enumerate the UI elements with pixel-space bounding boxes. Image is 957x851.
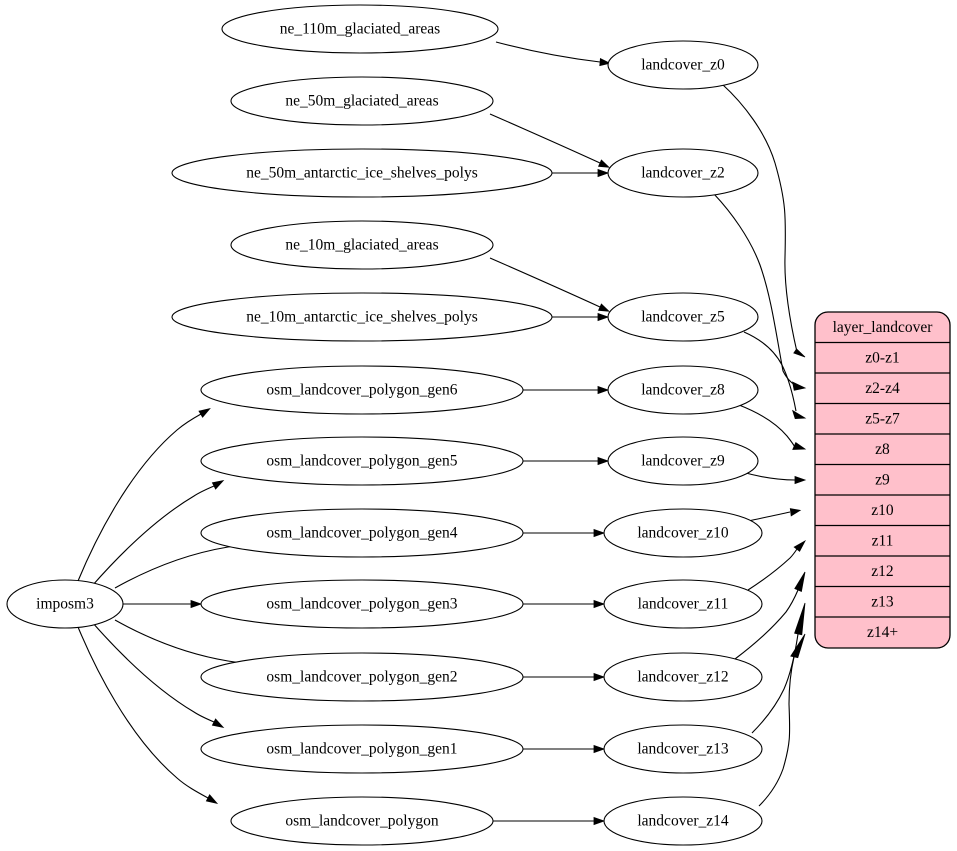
node-landcover_z13[interactable]: landcover_z13 xyxy=(603,724,763,774)
table-row-z10[interactable]: z10 xyxy=(871,502,894,519)
table-row-z14plus[interactable]: z14+ xyxy=(867,624,898,641)
edge-gen1-to-z13 xyxy=(523,744,606,754)
edge-imposm3-to-gen6 xyxy=(77,407,211,582)
node-ne_50m_glaciated_areas[interactable]: ne_50m_glaciated_areas xyxy=(230,76,494,126)
edge-z10-to-row-z10 xyxy=(747,508,802,522)
node-label: ne_50m_glaciated_areas xyxy=(285,93,438,110)
node-landcover_z11[interactable]: landcover_z11 xyxy=(603,579,763,629)
edge-polygon-to-z14 xyxy=(493,816,606,826)
node-label: landcover_z10 xyxy=(637,525,728,542)
nodes-layer: imposm3 ne_110m_glaciated_areas ne_50m_g… xyxy=(6,4,763,846)
node-imposm3[interactable]: imposm3 xyxy=(6,579,124,629)
table-row-z12[interactable]: z12 xyxy=(871,563,893,580)
node-label: landcover_z11 xyxy=(638,596,729,613)
edge-z8-to-row-z8 xyxy=(738,404,807,450)
table-row-z5z7[interactable]: z5-z7 xyxy=(865,410,900,427)
table-row-z2z4[interactable]: z2-z4 xyxy=(865,380,900,397)
table-body xyxy=(814,311,951,649)
edge-imposm3-to-gen3 xyxy=(123,599,203,609)
node-label: osm_landcover_polygon_gen6 xyxy=(266,382,457,399)
node-label: osm_landcover_polygon xyxy=(285,813,439,830)
node-label: landcover_z5 xyxy=(641,309,725,326)
table-row-z13[interactable]: z13 xyxy=(871,593,894,610)
node-label: imposm3 xyxy=(36,596,94,613)
node-label: osm_landcover_polygon_gen1 xyxy=(266,741,457,758)
node-label: landcover_z0 xyxy=(641,57,725,74)
node-osm_landcover_polygon_gen2[interactable]: osm_landcover_polygon_gen2 xyxy=(200,652,524,702)
node-landcover_z12[interactable]: landcover_z12 xyxy=(603,652,763,702)
table-row-z0z1[interactable]: z0-z1 xyxy=(865,349,899,366)
node-label: landcover_z12 xyxy=(637,669,728,686)
node-label: osm_landcover_polygon_gen4 xyxy=(266,525,457,542)
node-landcover_z5[interactable]: landcover_z5 xyxy=(607,292,759,342)
edge-gen3-to-z11 xyxy=(523,599,606,609)
edge-z13-to-row-z13 xyxy=(751,602,806,734)
node-osm_landcover_polygon_gen4[interactable]: osm_landcover_polygon_gen4 xyxy=(200,508,524,558)
node-label: osm_landcover_polygon_gen3 xyxy=(266,596,457,613)
node-landcover_z14[interactable]: landcover_z14 xyxy=(603,796,763,846)
table-row-z9[interactable]: z9 xyxy=(875,471,890,488)
node-label: ne_50m_antarctic_ice_shelves_polys xyxy=(246,165,478,182)
edge-imposm3-to-gen5 xyxy=(91,479,225,587)
edge-z0-to-row-z0z1 xyxy=(721,83,806,358)
node-label: osm_landcover_polygon_gen5 xyxy=(266,453,457,470)
node-osm_landcover_polygon_gen3[interactable]: osm_landcover_polygon_gen3 xyxy=(200,579,524,629)
edge-gen4-to-z10 xyxy=(523,528,606,538)
node-landcover_z9[interactable]: landcover_z9 xyxy=(607,436,759,486)
edge-z9-to-row-z9 xyxy=(741,471,807,485)
node-label: landcover_z9 xyxy=(641,453,725,470)
node-label: ne_10m_glaciated_areas xyxy=(285,237,438,254)
node-ne_50m_antarctic_ice_shelves_polys[interactable]: ne_50m_antarctic_ice_shelves_polys xyxy=(171,148,553,198)
edge-ne10m-glaciated-to-z5 xyxy=(489,257,610,312)
node-label: ne_110m_glaciated_areas xyxy=(280,21,440,38)
node-landcover_z2[interactable]: landcover_z2 xyxy=(607,148,759,198)
node-label: ne_10m_antarctic_ice_shelves_polys xyxy=(246,309,478,326)
edge-imposm3-to-gen1 xyxy=(91,621,225,729)
layer-landcover-table[interactable]: layer_landcover z0-z1 z2-z4 z5-z7 z8 z9 … xyxy=(814,311,951,649)
table-row-z8[interactable]: z8 xyxy=(875,441,890,458)
node-landcover_z10[interactable]: landcover_z10 xyxy=(603,508,763,558)
table-row-z11[interactable]: z11 xyxy=(872,532,894,549)
node-label: osm_landcover_polygon_gen2 xyxy=(266,669,457,686)
node-label: landcover_z2 xyxy=(641,165,725,182)
node-osm_landcover_polygon_gen6[interactable]: osm_landcover_polygon_gen6 xyxy=(200,365,524,415)
node-ne_10m_glaciated_areas[interactable]: ne_10m_glaciated_areas xyxy=(230,220,494,270)
edge-z5-to-row-z5z7 xyxy=(743,331,807,420)
edge-z11-to-row-z11 xyxy=(747,539,806,591)
edge-gen6-to-z8 xyxy=(523,385,610,395)
edge-gen2-to-z12 xyxy=(523,672,606,682)
node-label: landcover_z8 xyxy=(641,382,725,399)
edge-imposm3-to-polygon xyxy=(77,626,219,805)
node-ne_10m_antarctic_ice_shelves_polys[interactable]: ne_10m_antarctic_ice_shelves_polys xyxy=(171,292,553,342)
node-osm_landcover_polygon[interactable]: osm_landcover_polygon xyxy=(230,796,494,846)
node-osm_landcover_polygon_gen1[interactable]: osm_landcover_polygon_gen1 xyxy=(200,724,524,774)
table-separators xyxy=(815,341,950,618)
node-osm_landcover_polygon_gen5[interactable]: osm_landcover_polygon_gen5 xyxy=(200,436,524,486)
edge-z2-to-row-z2z4 xyxy=(713,193,807,391)
edge-ne10m-antarctic-to-z5 xyxy=(552,312,610,322)
edge-ne50m-glaciated-to-z2 xyxy=(489,113,610,168)
node-landcover_z8[interactable]: landcover_z8 xyxy=(607,365,759,415)
node-landcover_z0[interactable]: landcover_z0 xyxy=(607,40,759,90)
edge-z12-to-row-z12 xyxy=(734,571,806,660)
node-label: landcover_z13 xyxy=(637,741,728,758)
node-label: landcover_z14 xyxy=(637,813,728,830)
table-header-label: layer_landcover xyxy=(833,319,934,336)
edge-z14-to-row-z14plus xyxy=(758,633,806,807)
edge-gen5-to-z9 xyxy=(523,456,610,466)
edge-imposm3-to-gen2 xyxy=(114,619,259,668)
node-ne_110m_glaciated_areas[interactable]: ne_110m_glaciated_areas xyxy=(221,4,499,54)
edge-ne50m-antarctic-to-z2 xyxy=(552,168,610,178)
edge-ne110m-to-z0 xyxy=(495,41,611,67)
